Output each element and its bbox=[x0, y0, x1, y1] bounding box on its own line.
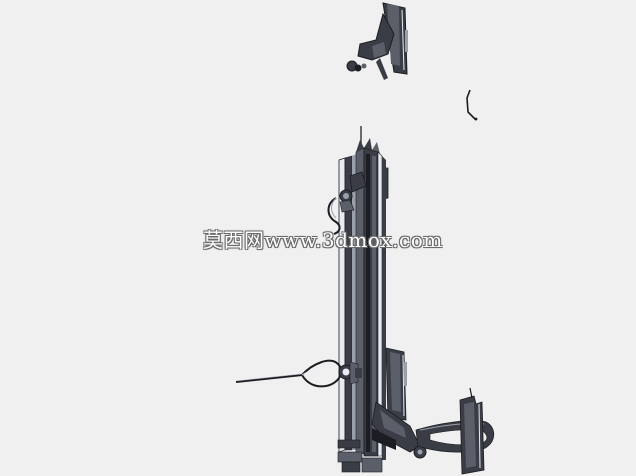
middle-bracket bbox=[385, 347, 407, 421]
main-rail bbox=[337, 126, 389, 473]
watermark-text: 莫西网www.3dmox.com bbox=[203, 228, 443, 252]
small-clip bbox=[466, 89, 478, 121]
bottom-right-plate bbox=[459, 387, 485, 475]
upper-clamp bbox=[327, 171, 367, 235]
cable-loop bbox=[235, 359, 362, 388]
top-bracket bbox=[346, 2, 408, 80]
